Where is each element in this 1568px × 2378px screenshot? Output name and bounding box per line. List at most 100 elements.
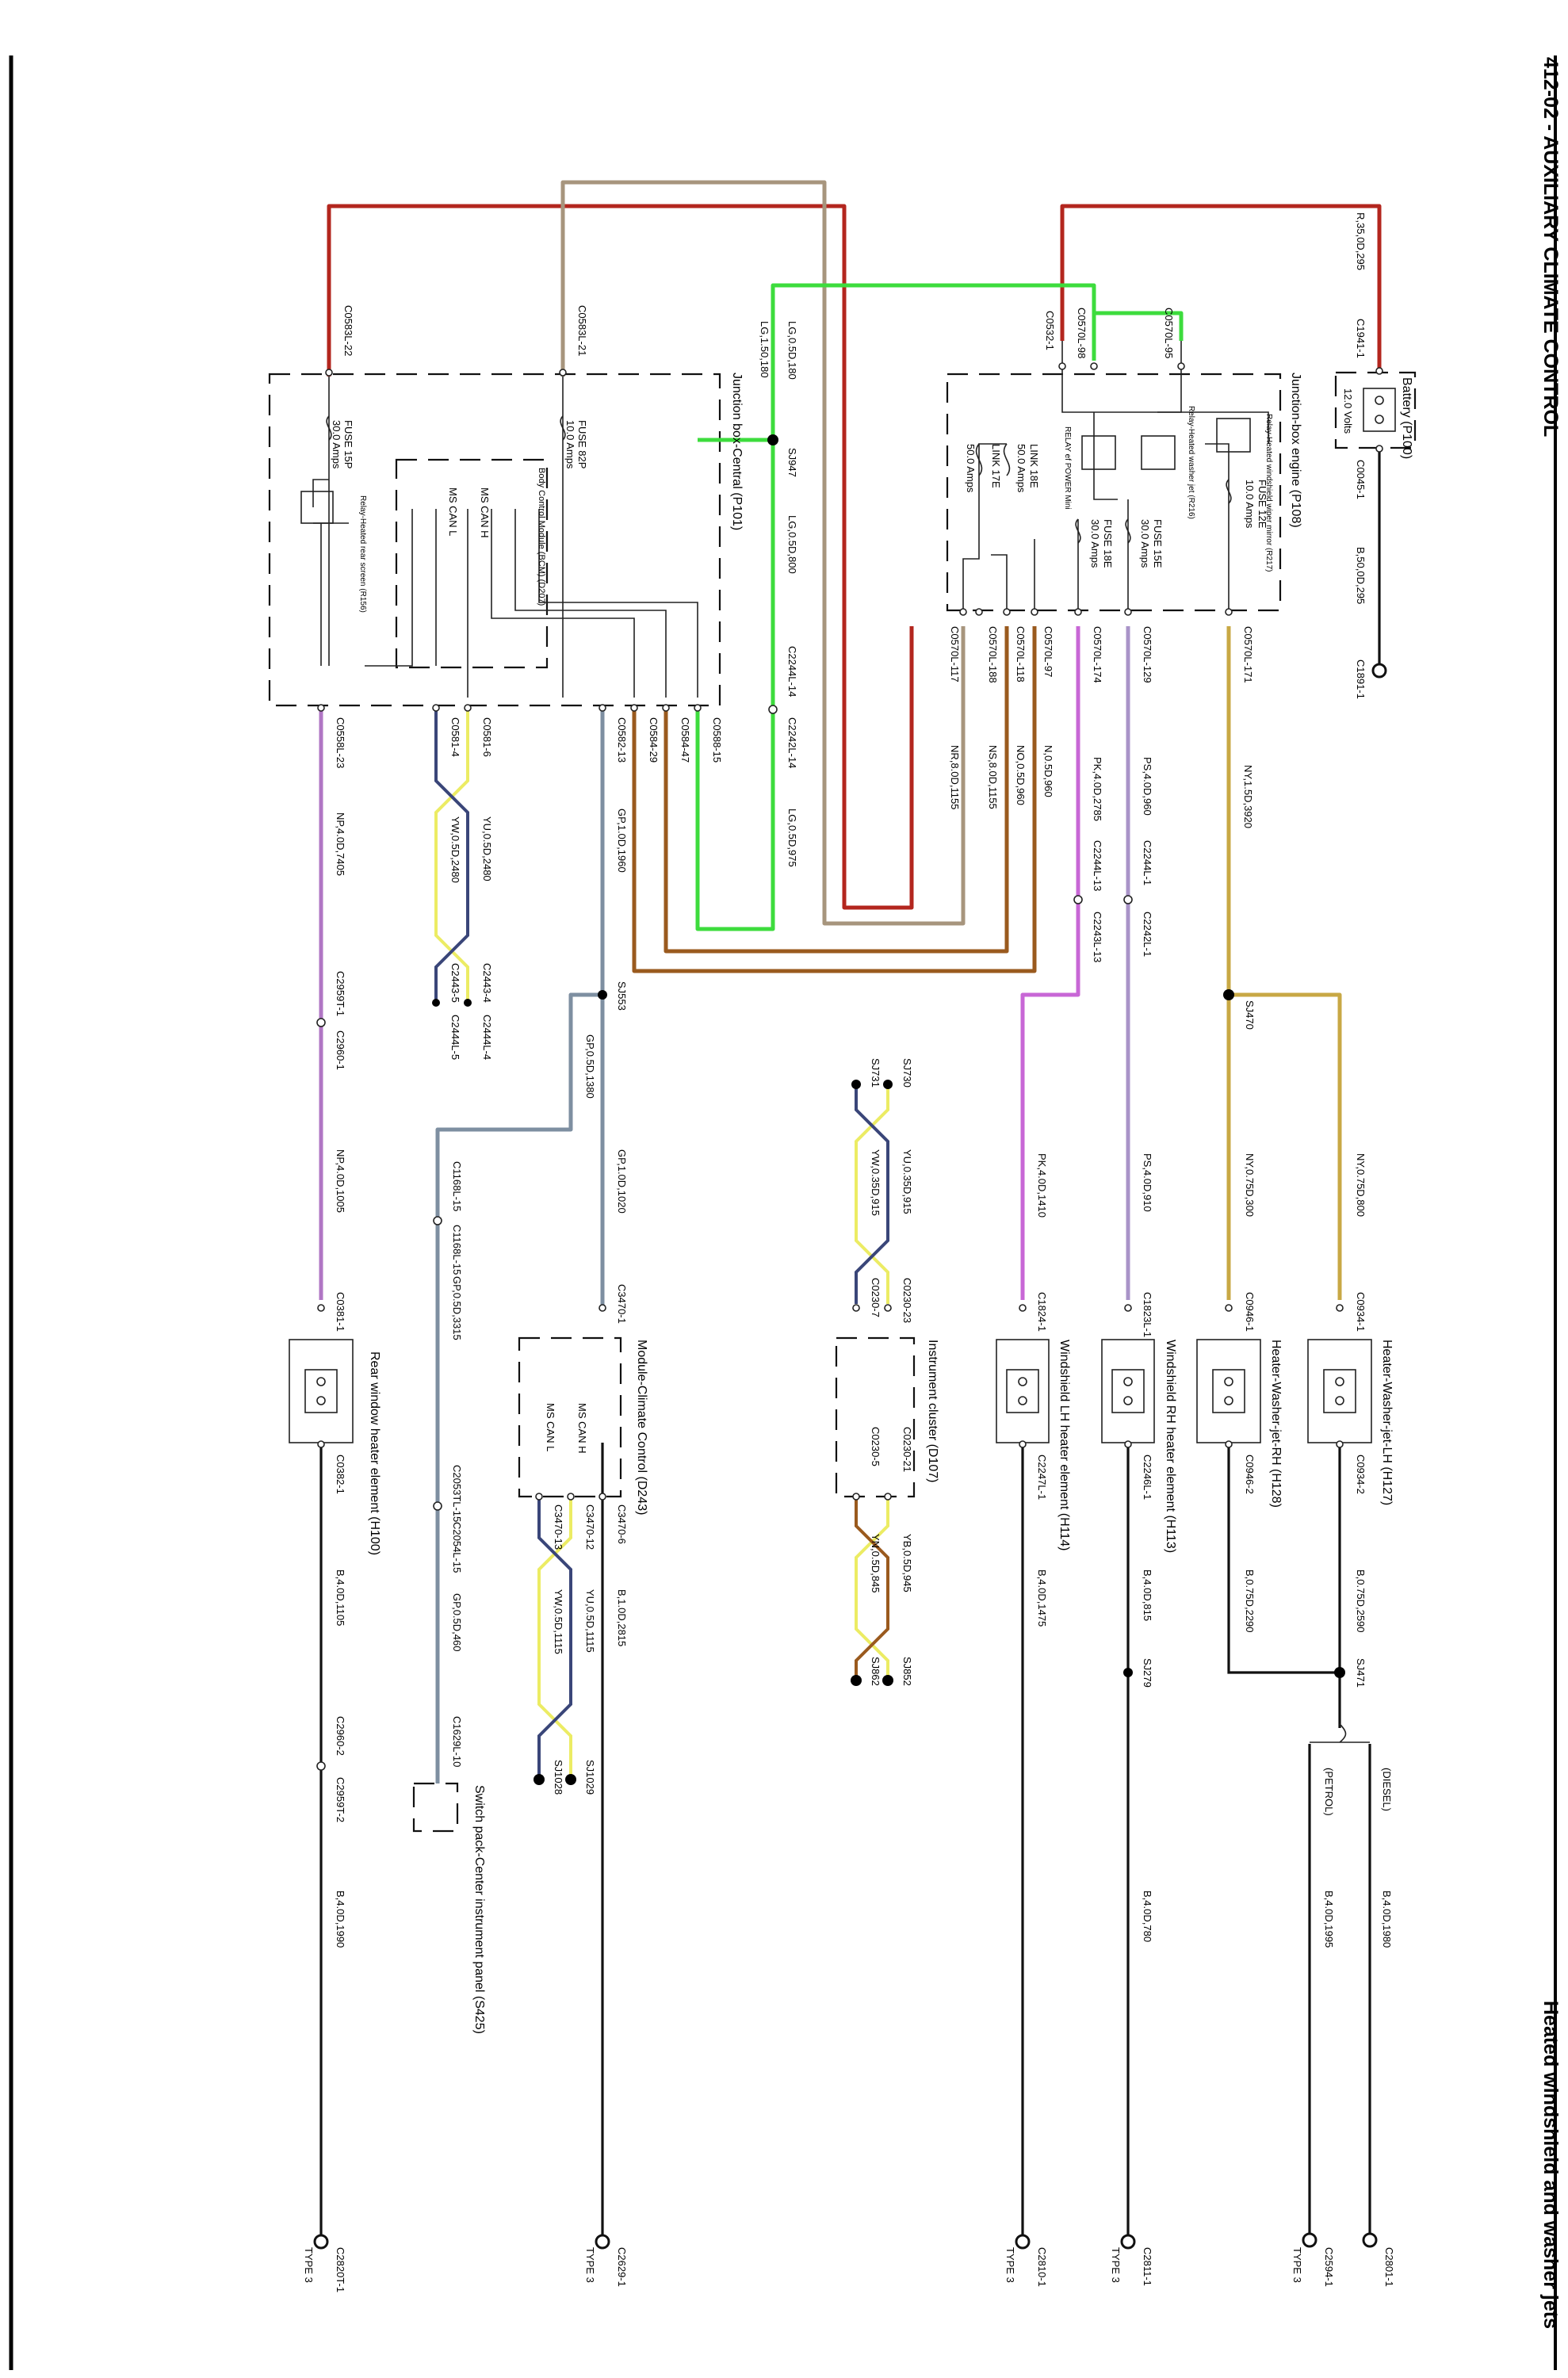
wire-label: B,50,0D,295 (1355, 547, 1367, 604)
connector-label: C2444L-4 (481, 1015, 493, 1060)
ground-label: C2629-1 (616, 2247, 628, 2287)
connector-label: C0583L-22 (342, 305, 354, 356)
wire-label: B,4.0D,1475 (1036, 1569, 1048, 1627)
fuse-amps: 10.0 Amps (1244, 480, 1256, 529)
connector-label: C1168L-15 (451, 1225, 463, 1275)
connector-label: C0934-1 (1355, 1292, 1367, 1332)
wire-label: LG,0.5D,180 (786, 321, 798, 380)
connector-label: C0570L-95 (1163, 308, 1175, 358)
wire-label: NY,1.5D,3920 (1242, 765, 1254, 828)
fuse-label: FUSE 12E (1256, 480, 1268, 529)
splice-label: SJ471 (1355, 1658, 1367, 1688)
connector-label: C2053TL-15 (451, 1465, 463, 1522)
splice-label: SJ730 (901, 1058, 913, 1088)
splice-label: SJ862 (870, 1657, 882, 1686)
connector-label: C0230-7 (870, 1278, 882, 1317)
wire-label: NS,8.0D,1155 (987, 745, 999, 809)
connector-label: C2244L-14 (786, 646, 798, 697)
ground-label: C2801-1 (1383, 2247, 1395, 2287)
jb-central-title: Junction box-Central (P101) (730, 373, 744, 530)
fuse-amps: 10.0 Amps (564, 420, 576, 469)
jb-engine-internals (962, 341, 1269, 610)
wire-label: B,4.0D,1105 (335, 1569, 346, 1626)
connector-label: C1168L-15 (451, 1161, 463, 1211)
component-label: Heater-Washer-jet-LH (H127) (1380, 1340, 1394, 1505)
wire-label: YU,0.5D,1115 (584, 1589, 596, 1653)
link-label: LINK 17E (990, 444, 1002, 488)
connector-label: C0584-29 (648, 717, 660, 763)
link-amps: 50.0 Amps (965, 444, 977, 493)
connector-label: C0382-1 (335, 1455, 346, 1494)
connector-label: C0584-47 (679, 717, 691, 763)
wire-tan-fuse82p (560, 180, 966, 926)
fuse-label: FUSE 15E (1152, 519, 1164, 568)
pair-cluster-yu1 (855, 1084, 889, 1304)
wire-label: B,4.0D,780 (1142, 1891, 1153, 1942)
connector-label: C2959T-2 (335, 1777, 346, 1822)
can-h-label: MS CAN H (479, 487, 491, 538)
splice-label: SJ947 (786, 448, 798, 477)
ground-symbols (313, 663, 1387, 2250)
wire-label: R,35,0D,295 (1355, 212, 1367, 270)
fuse-label: FUSE 18E (1102, 519, 1114, 568)
wire-label: YW,0.35D,915 (870, 1149, 882, 1216)
ground-type: TYPE 3 (1004, 2247, 1016, 2283)
connector-label: C0581-6 (481, 717, 493, 757)
connector-label: C0570L-118 (1015, 626, 1027, 682)
wire-label: B,1.0D,2815 (616, 1589, 628, 1646)
ground-type: TYPE 3 (584, 2247, 596, 2283)
wire-label: NP,4.0D,1005 (335, 1149, 346, 1213)
connector-label: C2054L-15 (451, 1522, 463, 1573)
ground-type: TYPE 3 (1110, 2247, 1122, 2283)
component-label: Windshield LH heater element (H114) (1057, 1340, 1071, 1551)
relay-label: Relay-Heated rear screen (R156) (358, 495, 367, 613)
wire-label: B,0.75D,2290 (1244, 1569, 1256, 1633)
connector-label: C0570L-129 (1142, 626, 1153, 683)
connector-label: C0581-4 (449, 717, 461, 757)
connector-label: C2243L-13 (1092, 912, 1103, 962)
connector-label: C0381-1 (335, 1292, 346, 1332)
connector-label: C0045-1 (1355, 460, 1367, 499)
connector-label: C0570L-174 (1092, 626, 1103, 683)
wire-label: PK,4.0D,1410 (1036, 1153, 1048, 1218)
connector-label: C2244L-13 (1092, 840, 1103, 891)
pair-cluster-yw1 (855, 1084, 889, 1304)
wires (319, 180, 1382, 1784)
connector-label: C0946-1 (1244, 1292, 1256, 1332)
connector-label: C0230-23 (901, 1278, 913, 1323)
pair-climate-yu (537, 1497, 572, 1780)
connector-label: C2960-1 (335, 1030, 346, 1070)
ground-type: TYPE 3 (303, 2247, 315, 2283)
climate-module-box (518, 1336, 622, 1498)
wire-label: LG,0.5D,975 (786, 809, 798, 867)
ground-wires (319, 448, 1381, 2237)
connector-label: C1823L-1 (1142, 1292, 1153, 1337)
splice-label: SJ279 (1142, 1658, 1153, 1688)
connector-label: C2959T-1 (335, 971, 346, 1016)
can-l-label: MS CAN L (545, 1403, 556, 1451)
ground-type: TYPE 3 (1291, 2247, 1303, 2283)
connector-label: C2444L-5 (449, 1015, 461, 1060)
connector-label: C0230-21 (901, 1427, 913, 1472)
wire-label: NO,0.5D,960 (1015, 745, 1027, 805)
wire-label: YB,0.5D,945 (901, 1534, 913, 1592)
link-label: LINK 18E (1028, 444, 1040, 488)
wire-label: B,4.0D,815 (1142, 1569, 1153, 1621)
connector-label: C1824-1 (1036, 1292, 1048, 1332)
connector-label: C2242L-14 (786, 717, 798, 768)
component-label: Instrument cluster (D107) (926, 1340, 939, 1483)
connector-label: C2242L-1 (1142, 912, 1153, 957)
connector-label: C0570L-171 (1242, 626, 1254, 683)
wire-label: YW,0.5D,1115 (553, 1589, 564, 1654)
pair-cluster-yn (855, 1497, 889, 1680)
ground-label: C2820T-1 (335, 2247, 346, 2292)
connector-label: C2960-2 (335, 1716, 346, 1756)
pair-climate-yw (537, 1497, 572, 1780)
splice-label: SJ852 (901, 1657, 913, 1686)
jb-engine-title: Junction-box engine (P108) (1289, 373, 1302, 528)
connector-pins (316, 362, 1383, 1771)
component-label: Heater-Washer-jet-RH (H128) (1269, 1340, 1283, 1508)
fuse-label: FUSE 82P (576, 420, 588, 468)
wire-brown-c0584-29 (632, 626, 1037, 973)
connector-label: C3470-6 (616, 1504, 628, 1544)
